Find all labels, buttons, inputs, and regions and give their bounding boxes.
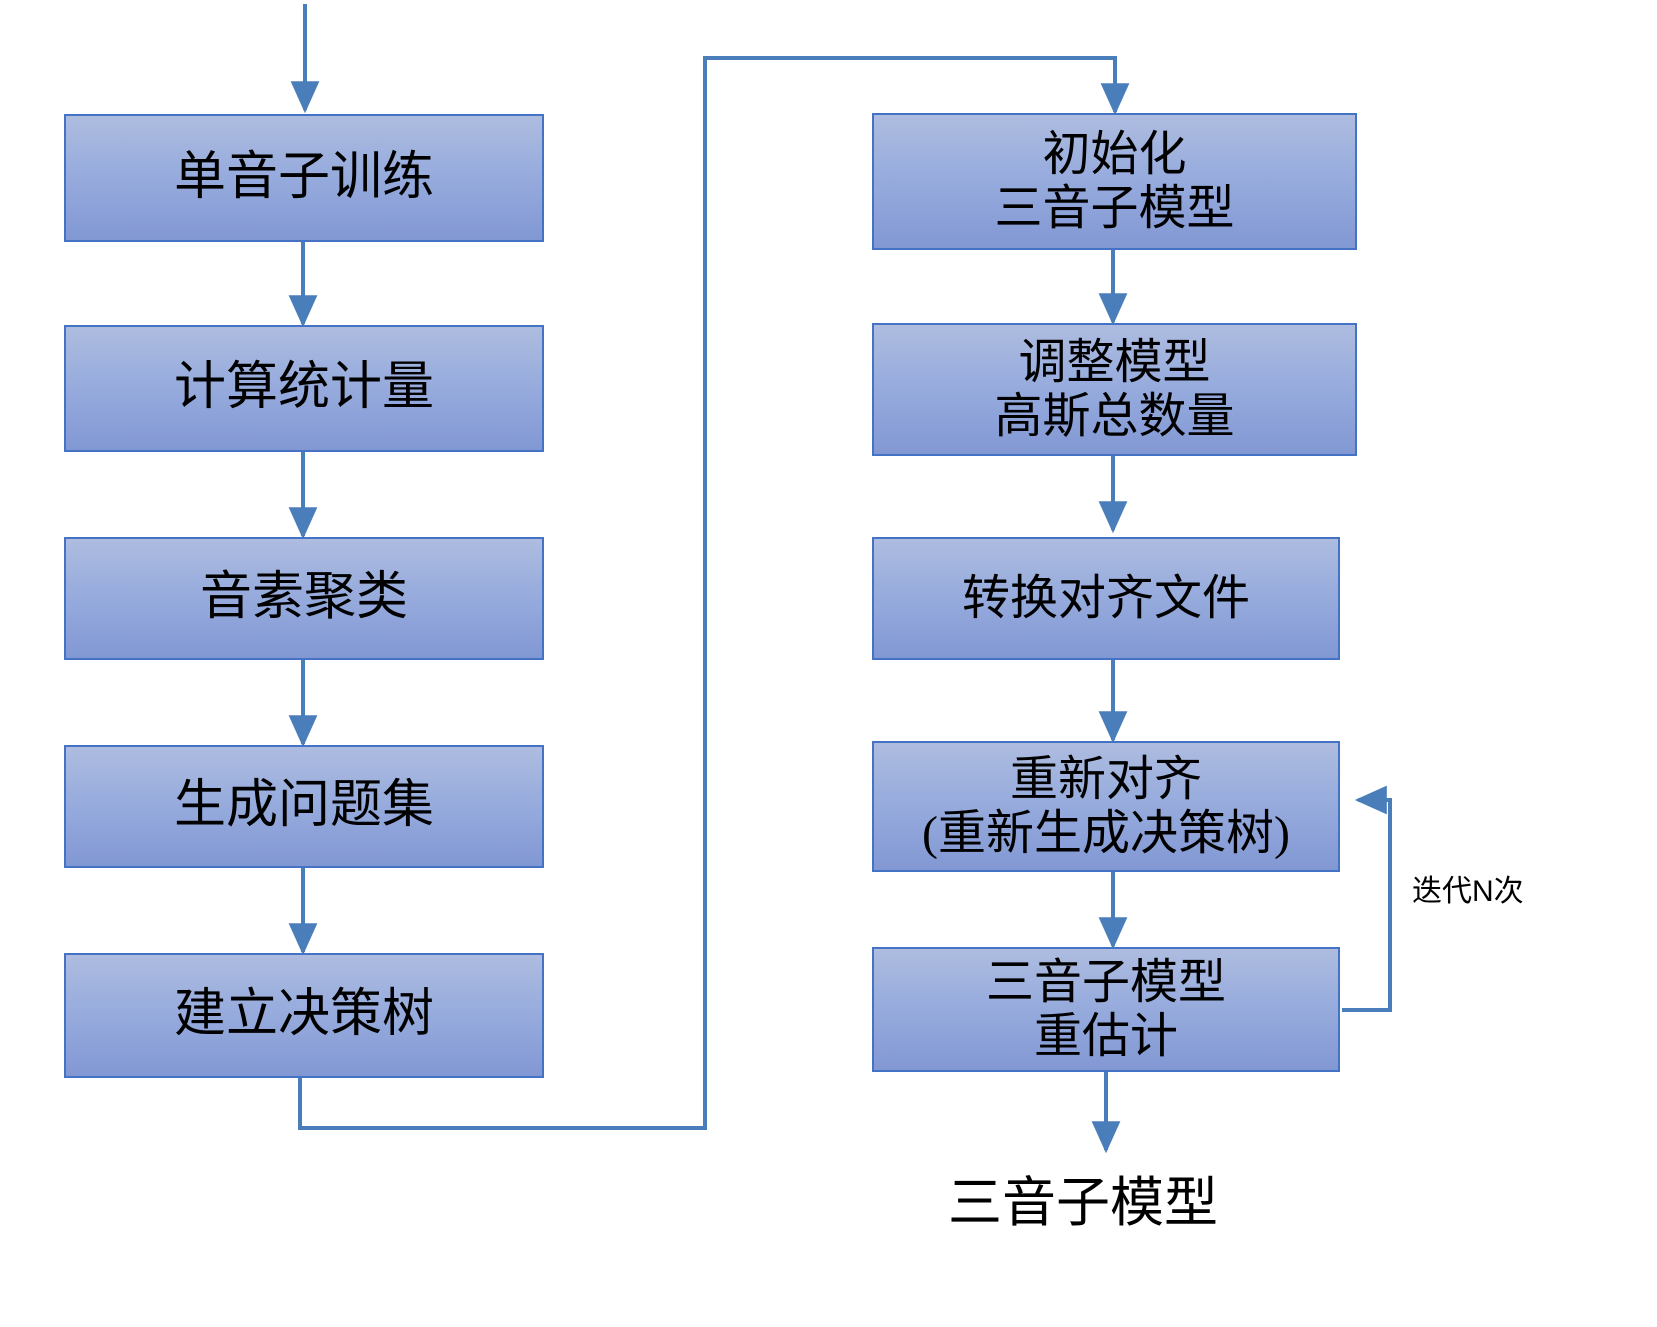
node-compute-statistics[interactable]: 计算统计量: [64, 325, 544, 452]
node-generate-question-set[interactable]: 生成问题集: [64, 745, 544, 868]
node-convert-alignment-file[interactable]: 转换对齐文件: [872, 537, 1340, 660]
node-line: 建立决策树: [173, 986, 434, 1044]
node-line: 高斯总数量: [994, 389, 1235, 443]
node-line: 三音子模型: [985, 955, 1226, 1009]
node-init-triphone-model[interactable]: 初始化 三音子模型: [872, 113, 1357, 250]
node-monophone-training[interactable]: 单音子训练: [64, 114, 544, 242]
node-triphone-reestimate[interactable]: 三音子模型 重估计: [872, 947, 1340, 1072]
node-line: 三音子模型: [994, 181, 1235, 235]
node-adjust-model-gaussians[interactable]: 调整模型 高斯总数量: [872, 323, 1357, 456]
node-line: (重新生成决策树): [922, 806, 1290, 860]
iteration-loop-label: 迭代N次: [1412, 875, 1524, 908]
node-line: 转换对齐文件: [961, 571, 1250, 625]
output-label-triphone-model: 三音子模型: [948, 1173, 1218, 1233]
node-line: 音素聚类: [199, 569, 408, 627]
node-line: 计算统计量: [173, 359, 434, 417]
node-line: 生成问题集: [173, 777, 434, 835]
connector-iteration-loop: [1342, 785, 1392, 1012]
node-line: 重新对齐: [1009, 752, 1202, 806]
node-line: 初始化: [1042, 127, 1187, 181]
node-line: 单音子训练: [173, 148, 434, 206]
node-line: 重估计: [1033, 1009, 1178, 1063]
node-build-decision-tree[interactable]: 建立决策树: [64, 953, 544, 1078]
node-realign[interactable]: 重新对齐 (重新生成决策树): [872, 741, 1340, 872]
node-line: 调整模型: [1018, 335, 1211, 389]
node-phoneme-clustering[interactable]: 音素聚类: [64, 537, 544, 660]
